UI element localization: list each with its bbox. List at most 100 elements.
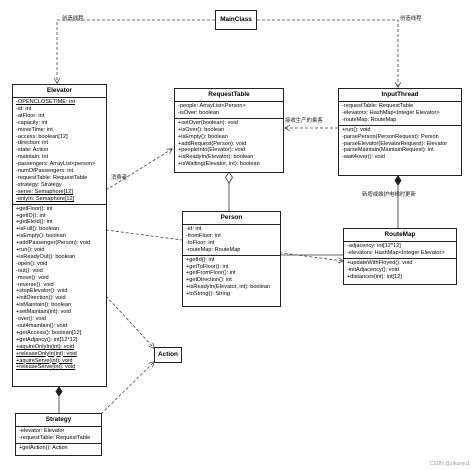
class-method: +isFull(): boolean bbox=[16, 226, 60, 233]
class-action-name: Action bbox=[158, 351, 178, 358]
class-attribute: -isOver: boolean bbox=[178, 109, 220, 116]
class-method: +run(): void bbox=[342, 126, 371, 133]
class-method: -out4maintain(): void bbox=[16, 323, 67, 329]
class-method: +getEleId(): int bbox=[16, 219, 53, 226]
class-method: +setMaintain(int): void bbox=[16, 309, 71, 316]
class-inputthread: InputThread -requestTable: RequestTable-… bbox=[338, 88, 462, 176]
class-mainclass-name: MainClass bbox=[220, 16, 252, 23]
composition-diamond-inputthread bbox=[394, 175, 402, 186]
class-method: +releaseOnlyIn(int): void bbox=[16, 350, 77, 357]
class-attribute: -capacity: int bbox=[16, 119, 48, 126]
class-method: -out(): void bbox=[16, 267, 43, 274]
class-attribute: -routeMap: RouteMap bbox=[342, 116, 397, 123]
class-method: +releaseServe(int): void bbox=[16, 364, 76, 371]
class-method: +getId(): int bbox=[186, 256, 215, 263]
class-strategy-methods: +getAction(): Action bbox=[16, 444, 101, 453]
class-attribute: -people: ArrayList<Person> bbox=[178, 103, 246, 109]
class-requesttable-methods: +setOver(boolean): void+isOver(): boolea… bbox=[175, 119, 283, 169]
class-method: +distances(int): int[12] bbox=[347, 273, 402, 280]
class-routemap-methods: +updateWithFloyed(): void-initAdjacency(… bbox=[344, 259, 456, 282]
class-requesttable: RequestTable -people: ArrayList<Person>-… bbox=[174, 88, 284, 173]
edge-elevator-to-requesttable bbox=[105, 149, 172, 191]
class-method: +aquireOnlyIn(int): void bbox=[16, 343, 74, 350]
class-routemap-attributes: -adjacency: int[12*12]-elevators: HashMa… bbox=[344, 242, 456, 259]
class-method: +peopleInto(Elevator): void bbox=[178, 147, 246, 154]
class-attribute: -maintain: int bbox=[16, 154, 49, 161]
class-attribute: -fromFloor: int bbox=[186, 232, 221, 239]
class-elevator: Elevator -OPENCLOSETIME: int-id: int-atF… bbox=[12, 84, 107, 387]
class-method: +getAction(): Action bbox=[19, 444, 68, 451]
class-elevator-name: Elevator bbox=[13, 85, 106, 98]
class-method: +getDirection(): int bbox=[186, 277, 232, 284]
class-routemap-name: RouteMap bbox=[344, 229, 456, 242]
label-producer: 接收生产的乘客 bbox=[285, 118, 323, 124]
class-strategy-attributes: -elevator: Elevator-requestTable: Reques… bbox=[16, 427, 101, 444]
class-method: +toString(): String bbox=[186, 291, 230, 298]
class-method: +getToFloor(): int bbox=[186, 263, 229, 270]
class-method: +getFromFloor(): int bbox=[186, 270, 236, 277]
class-method: +isReadyIn(Elevator, int): boolean bbox=[186, 284, 271, 291]
class-elevator-methods: +getFloor(): int+getID(): int+getEleId()… bbox=[13, 205, 106, 373]
class-mainclass: MainClass bbox=[215, 10, 257, 30]
class-attribute: -routeMap: RouteMap bbox=[186, 246, 241, 253]
edge-strategy-to-action bbox=[100, 362, 154, 415]
class-attribute: -numOfPassengers: int bbox=[16, 168, 74, 175]
class-method: +setOver(boolean): void bbox=[178, 119, 238, 126]
class-inputthread-attributes: -requestTable: RequestTable-elevators: H… bbox=[339, 102, 461, 126]
label-create-producer: 创造线程 bbox=[400, 16, 422, 22]
class-requesttable-name: RequestTable bbox=[175, 89, 283, 102]
class-method: +addRequest(Person): void bbox=[178, 140, 247, 147]
class-attribute: -OPENCLOSETIME: int bbox=[16, 99, 76, 105]
class-attribute: -requestTable: RequestTable bbox=[16, 174, 88, 181]
edge-main-to-elevator bbox=[57, 19, 215, 83]
label-consumer: 消费者 bbox=[111, 175, 128, 181]
class-person-attributes: -id: int-fromFloor: int-toFloor: int-rou… bbox=[183, 225, 280, 256]
class-method: +stopElevator(): void bbox=[16, 288, 68, 295]
class-attribute: -state: Action bbox=[16, 147, 49, 154]
class-attribute: -strategy: Strategy bbox=[16, 181, 62, 188]
class-method: -reverse(): void bbox=[16, 281, 54, 288]
class-attribute: -id: int bbox=[16, 105, 32, 112]
class-action: Action bbox=[154, 347, 182, 363]
class-method: +isWaiting(Elevator, int): boolean bbox=[178, 161, 260, 168]
class-method: +addPassenger(Person): void bbox=[16, 240, 91, 247]
watermark: CSDN @zikunyu1 bbox=[429, 461, 470, 467]
class-method: -over(): void bbox=[16, 316, 46, 323]
class-method: +getID(): int bbox=[16, 212, 46, 219]
class-method: +isEmpty(): boolean bbox=[16, 233, 66, 240]
class-method: +initDirection(): void bbox=[16, 295, 66, 302]
class-requesttable-attributes: -people: ArrayList<Person>-isOver: boole… bbox=[175, 102, 283, 119]
aggregation-diamond bbox=[225, 171, 233, 184]
class-method: +getFloor(): int bbox=[16, 205, 53, 212]
class-method: -parseMaintain(MaintainRequest): int bbox=[342, 147, 434, 154]
class-attribute: -atFloor: int bbox=[16, 112, 45, 119]
class-attribute: -elevators: HashMap<Integer Elevator> bbox=[342, 109, 440, 116]
class-person-methods: +getId(): int+getToFloor(): int+getFromF… bbox=[183, 256, 280, 299]
class-method: -parseElevator(ElevatorRequest): Elevato… bbox=[342, 140, 448, 147]
label-create-consumer: 创造线程 bbox=[62, 16, 84, 22]
class-method: +isOver(): boolean bbox=[178, 126, 225, 133]
class-attribute: -id: int bbox=[186, 226, 202, 232]
class-method: +isMaintain(): boolean bbox=[16, 302, 72, 309]
class-elevator-attributes: -OPENCLOSETIME: int-id: int-atFloor: int… bbox=[13, 98, 106, 205]
class-inputthread-name: InputThread bbox=[339, 89, 461, 102]
edge-main-to-inputthread bbox=[257, 19, 398, 87]
class-routemap: RouteMap -adjacency: int[12*12]-elevator… bbox=[343, 228, 457, 285]
class-attribute: -requestTable: RequestTable bbox=[342, 103, 414, 109]
class-attribute: -elevators: HashMap<Integer Elevator> bbox=[347, 249, 445, 256]
edge-elevator-to-action bbox=[105, 295, 154, 348]
class-method: +getAccess(): boolean[12] bbox=[16, 329, 82, 336]
class-attribute: -onlyIn: Semaphore[12] bbox=[16, 195, 75, 202]
class-attribute: -elevator: Elevator bbox=[19, 428, 65, 434]
composition-diamond-elevator bbox=[55, 386, 63, 397]
class-attribute: -requestTable: RequestTable bbox=[19, 434, 91, 441]
class-method: +isReadyIn(Elevator): boolean bbox=[178, 154, 254, 161]
class-method: +isEmpty(): boolean bbox=[178, 133, 228, 140]
class-attribute: -toFloor: int bbox=[186, 239, 215, 246]
class-strategy: Strategy -elevator: Elevator-requestTabl… bbox=[15, 413, 102, 456]
class-method: +isReadyOut(): boolean bbox=[16, 253, 76, 260]
class-method: +updateWithFloyed(): void bbox=[347, 259, 413, 266]
class-method: +run(): void bbox=[16, 247, 45, 254]
class-attribute: -direction: int bbox=[16, 140, 49, 147]
